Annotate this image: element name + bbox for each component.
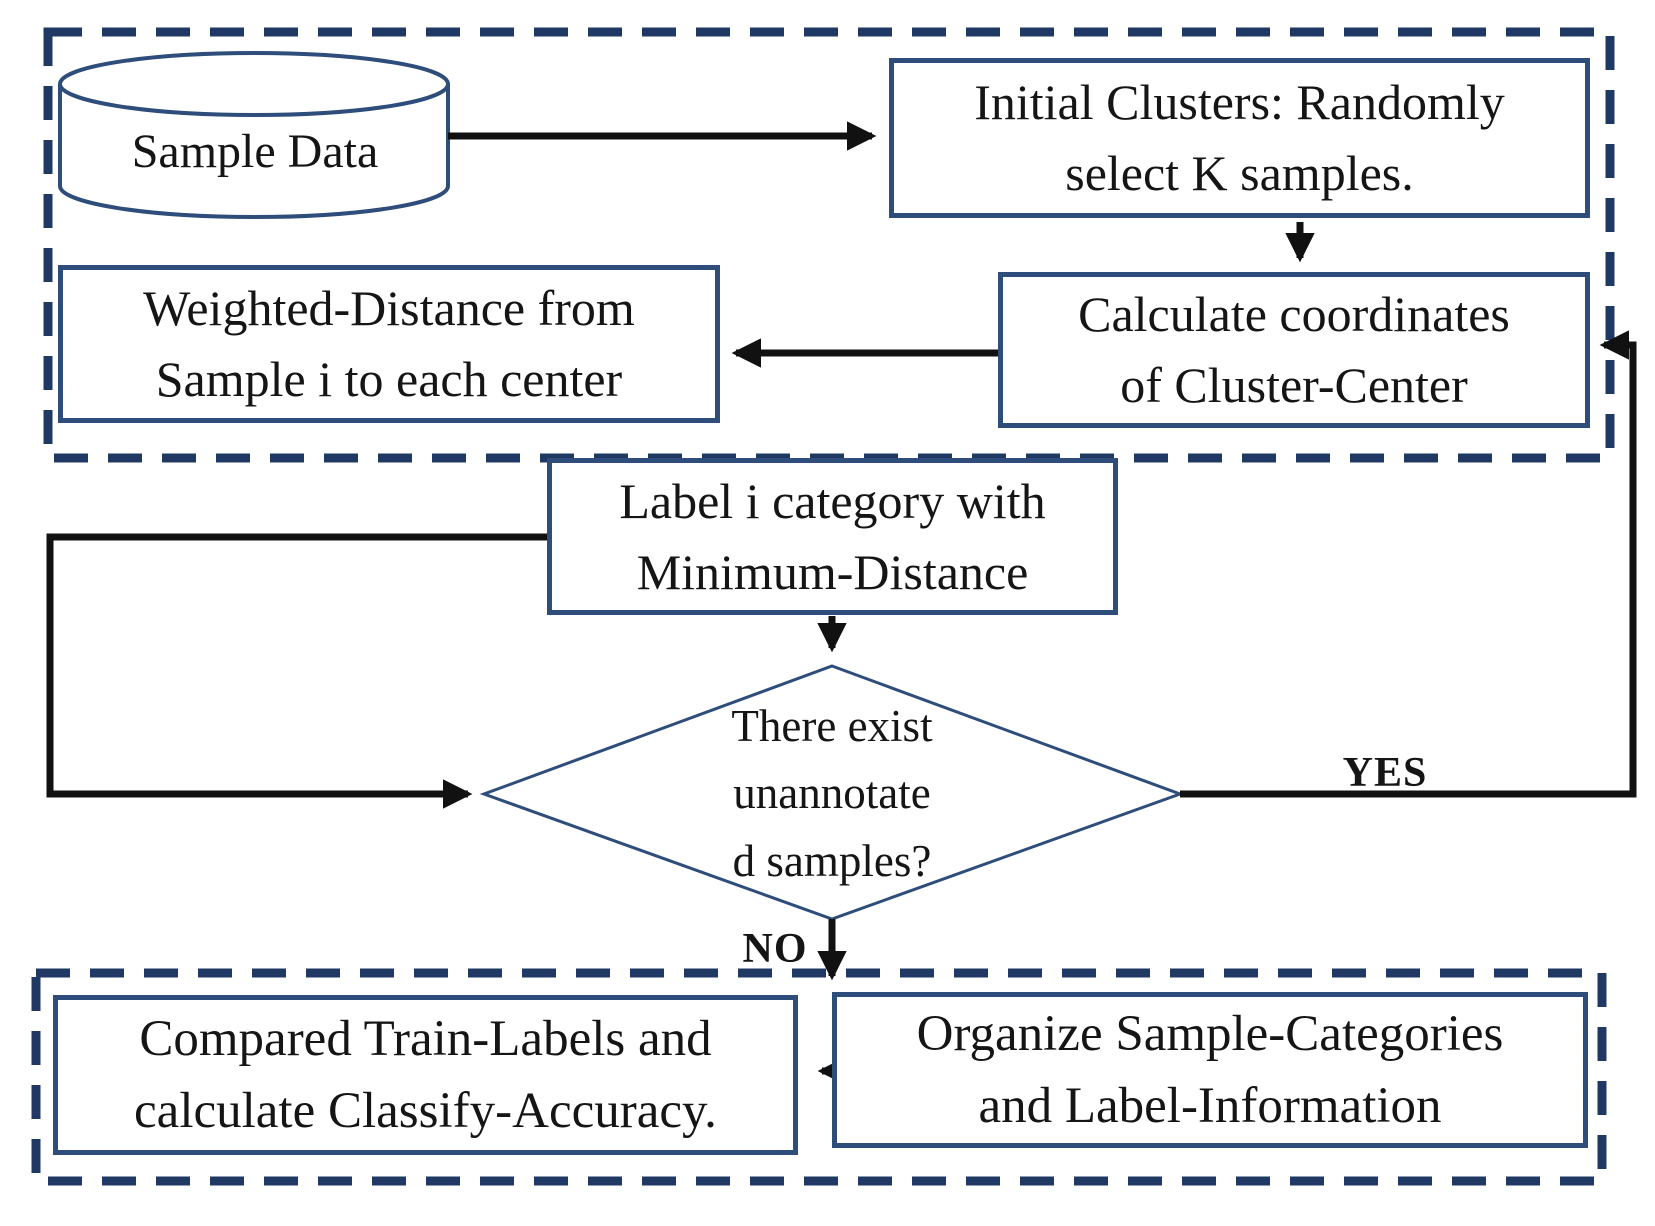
yes-branch-label: YES (1342, 750, 1428, 796)
node-label-category: Label i category with Minimum-Distance (547, 458, 1118, 615)
database-cylinder-top (58, 51, 450, 117)
node-initial-clusters: Initial Clusters: Randomly select K samp… (889, 58, 1590, 218)
no-branch-label: NO (742, 926, 808, 972)
database-cylinder-body (58, 84, 450, 219)
node-weighted-distance: Weighted-Distance from Sample i to each … (58, 265, 720, 423)
arrow-yes-decision-to-calculate (1180, 330, 1637, 798)
node-organize-categories: Organize Sample-Categories and Label-Inf… (832, 992, 1588, 1148)
decision-diamond-label: There exist unannotate d samples? (731, 700, 933, 886)
arrow-loop-labelcategory-to-decision-left (46, 533, 547, 809)
node-compare-accuracy: Compared Train-Labels and calculate Clas… (53, 995, 798, 1155)
sample-data-cylinder-label: Sample Data (131, 124, 379, 178)
node-calculate-cluster-center: Calculate coordinates of Cluster-Center (998, 272, 1590, 428)
